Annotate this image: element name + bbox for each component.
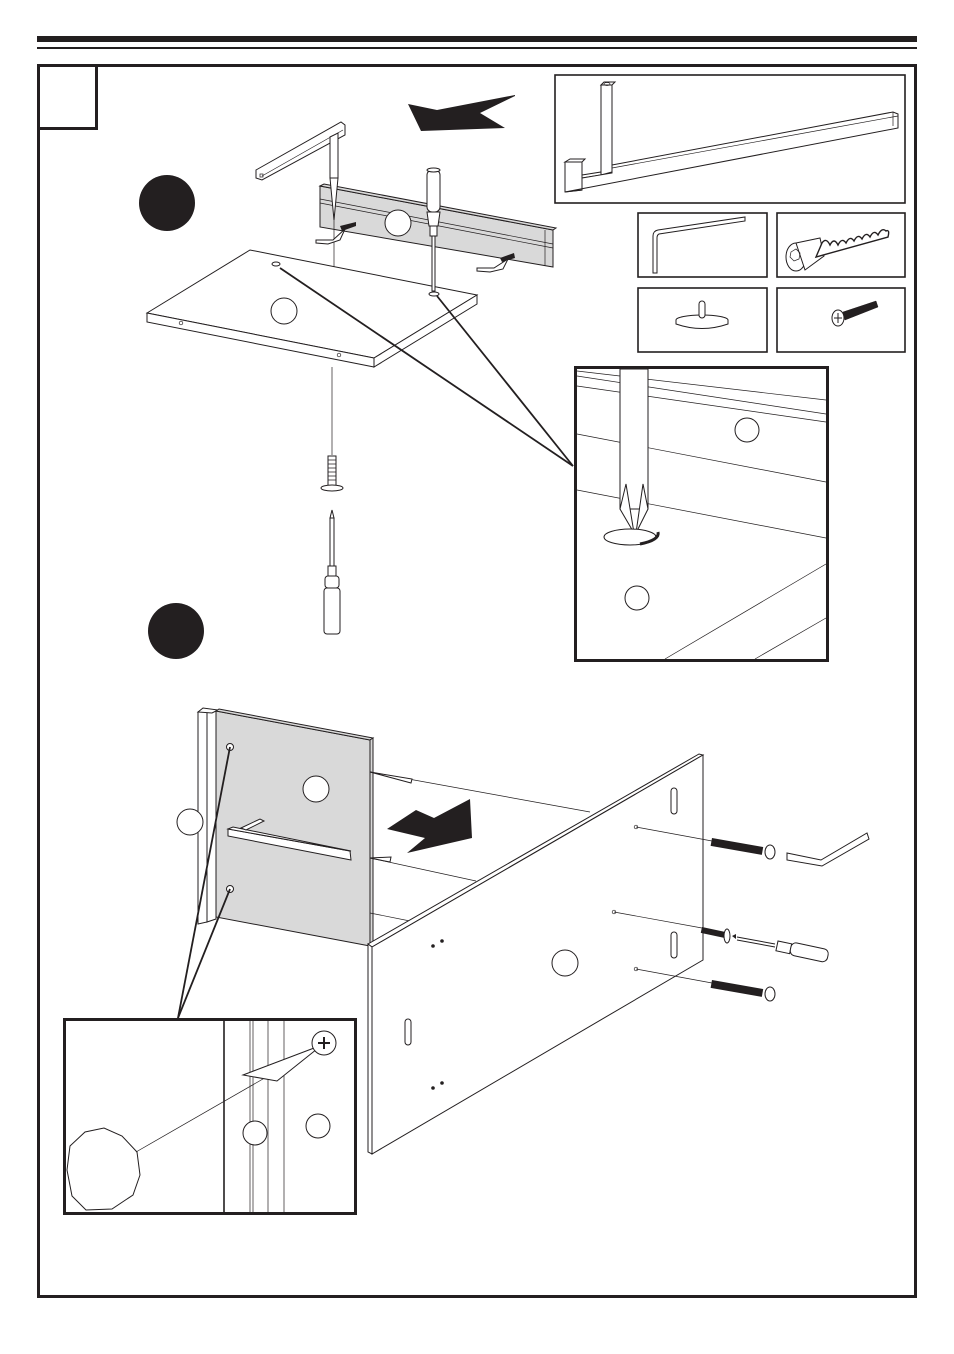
edge-part-circle (176, 808, 204, 836)
detail-1-zoom-box (574, 366, 829, 662)
hardware-screw-box (776, 287, 906, 353)
screwdriver-icon (426, 167, 441, 297)
substep-2-dot (148, 603, 204, 659)
handle-bracket-icon (563, 81, 899, 193)
dowel-insert-right (476, 253, 515, 273)
screw-head-icon (603, 528, 660, 546)
hardware-allen-key-box (637, 212, 768, 278)
cam-bolt-icon (785, 228, 890, 272)
shelf-part-circle (270, 297, 298, 325)
screw-center (613, 911, 731, 944)
header-thin-rule (37, 47, 917, 49)
substep-1-dot (139, 175, 195, 231)
front-panel-part-circle (305, 1113, 331, 1139)
edge-part-circle (242, 1120, 268, 1146)
screwdriver-step2-icon (732, 934, 829, 963)
cam-lock-slot (670, 787, 678, 815)
shelf-panel-part (145, 249, 479, 368)
direction-arrow-right (387, 799, 472, 853)
handle-bracket-part (255, 121, 346, 181)
screw-hole (271, 261, 281, 267)
hardware-cam-bolt-box (776, 212, 906, 278)
screwdriver-tip-icon (619, 368, 649, 534)
cam-lock-slot (670, 931, 678, 959)
side-panel-part-circle (302, 775, 330, 803)
allen-key-icon (652, 216, 746, 274)
hardware-dowel-box (637, 287, 768, 353)
rail-part-circle (384, 209, 412, 237)
parts-legend-bracket (554, 74, 906, 204)
leader-line (177, 888, 231, 1019)
front-panel-part (367, 753, 705, 1155)
wooden-dowel-peg-icon (675, 300, 729, 329)
dowel-insert-left (315, 222, 356, 245)
handle-bracket-mounted (226, 818, 352, 861)
shelf-part-circle (624, 585, 650, 611)
allen-key-step2-icon (786, 832, 870, 867)
bottom-panel-part-circle (551, 949, 579, 977)
leader-line (279, 267, 574, 467)
cam-lock-slot (404, 1018, 412, 1046)
rail-part-circle (734, 417, 760, 443)
step-frame (37, 64, 917, 1298)
phillips-screw-below-icon (320, 455, 344, 492)
step-number-box (37, 64, 98, 130)
side-panel-part (176, 707, 375, 947)
direction-arrow-left (408, 95, 515, 131)
detail-2-zoom-box (63, 1018, 357, 1215)
cam-bolt-top (635, 826, 776, 860)
cam-bolt-bottom (635, 968, 776, 1002)
phillips-screw-icon (831, 300, 879, 327)
header-thick-rule (37, 36, 917, 42)
screwdriver-below-icon (323, 509, 341, 635)
guide-lines (369, 771, 591, 922)
dowel-peg-magnified (66, 1127, 141, 1211)
leader-line (436, 295, 574, 467)
leader-line (177, 746, 231, 1019)
